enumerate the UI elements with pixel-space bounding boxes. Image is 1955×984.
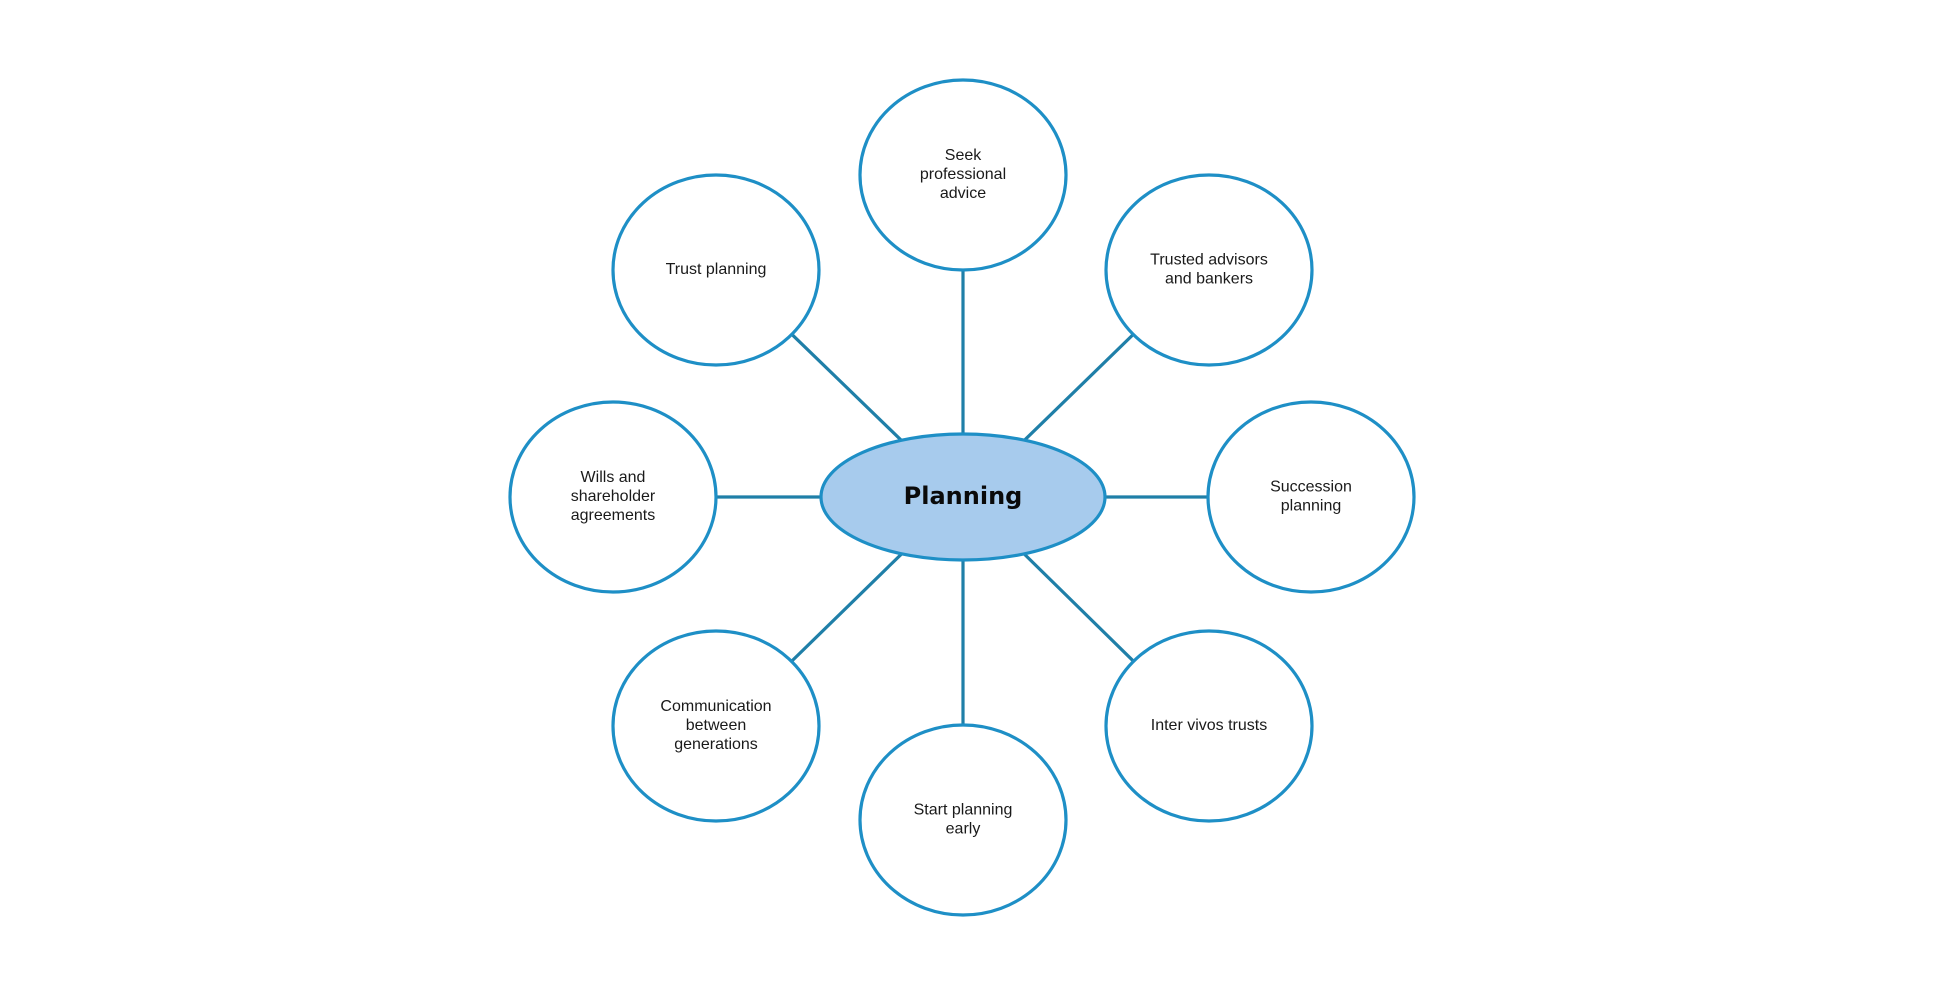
connector-trusted-advisors-and-bankers — [1023, 333, 1135, 442]
node-circle — [858, 723, 1068, 917]
node-label-line: Wills and — [581, 469, 646, 486]
node-circle — [611, 173, 821, 367]
node-seek-professional-advice: Seek professional advice — [858, 78, 1068, 272]
node-label-line: agreements — [571, 507, 656, 524]
center-label: Planning — [904, 482, 1023, 510]
center-node: Planning — [819, 432, 1107, 562]
node-label-line: Communication — [660, 698, 771, 715]
connector-communication-between-generations — [790, 552, 903, 663]
node-label-line: advice — [940, 185, 986, 202]
node-inter-vivos-trusts: Inter vivos trusts — [1104, 629, 1314, 823]
connector-trust-planning — [790, 333, 903, 442]
node-label-line: professional — [920, 166, 1006, 183]
node-circle — [1104, 629, 1314, 823]
node-succession-planning: Succession planning — [1206, 400, 1416, 594]
node-circle — [858, 78, 1068, 272]
node-label-line: generations — [674, 736, 758, 753]
node-trust-planning: Trust planning — [611, 173, 821, 367]
node-label-line: Trusted advisors — [1150, 252, 1268, 269]
node-label-line: shareholder — [571, 488, 656, 505]
node-label-line: between — [686, 717, 747, 734]
connector-lines — [716, 270, 1208, 725]
node-label-line: Inter vivos trusts — [1151, 717, 1267, 734]
node-label-line: Start planning — [914, 802, 1013, 819]
node-circle — [611, 629, 821, 823]
node-label-line: and bankers — [1165, 271, 1253, 288]
node-label-line: early — [946, 821, 981, 838]
node-label-line: Succession — [1270, 479, 1352, 496]
node-circle — [1206, 400, 1416, 594]
node-trusted-advisors-and-bankers: Trusted advisors and bankers — [1104, 173, 1314, 367]
node-label-line: Seek — [945, 147, 982, 164]
node-label-line: Trust planning — [666, 261, 767, 278]
node-circle — [508, 400, 718, 594]
node-wills-and-shareholder-agreements: Wills and shareholder agreements — [508, 400, 718, 594]
node-start-planning-early: Start planning early — [858, 723, 1068, 917]
center-ellipse — [819, 432, 1107, 562]
connector-inter-vivos-trusts — [1022, 552, 1135, 663]
node-circle — [1104, 173, 1314, 367]
node-label-line: planning — [1281, 498, 1342, 515]
node-communication-between-generations: Communication between generations — [611, 629, 821, 823]
